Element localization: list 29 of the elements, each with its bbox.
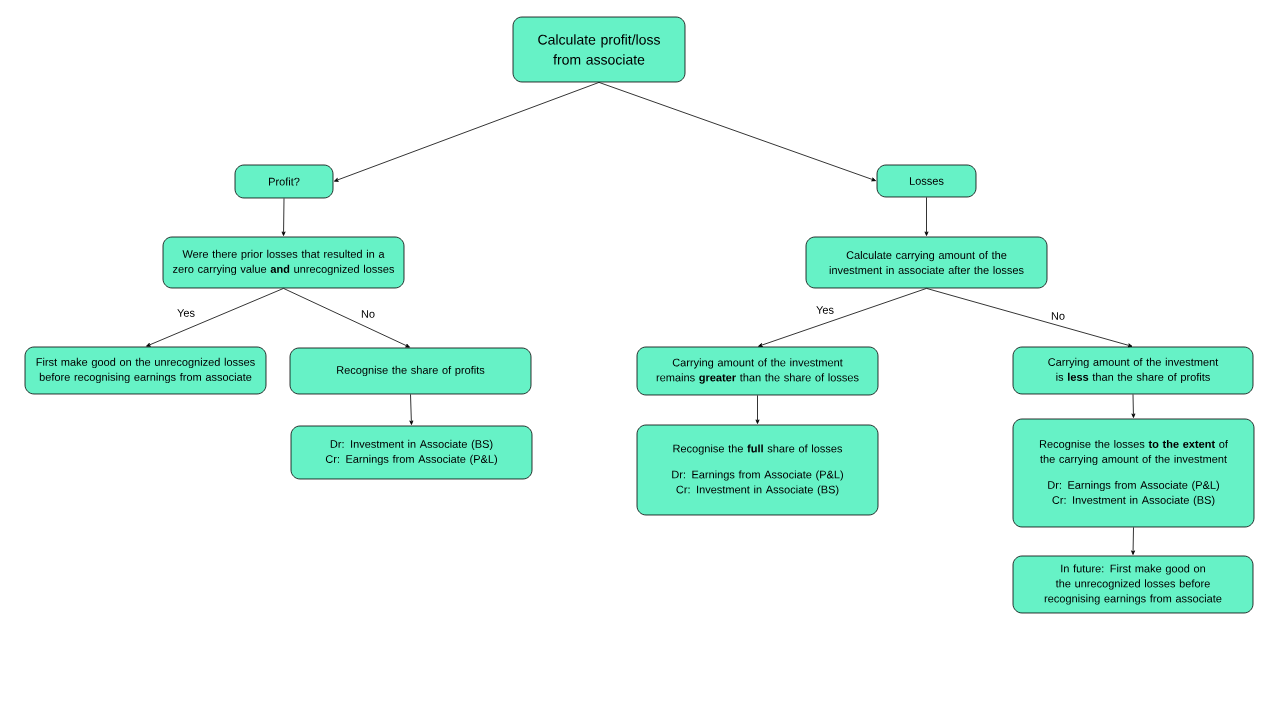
arrow <box>1131 394 1136 418</box>
process-box: Were there prior losses that resulted in a zero carrying value and unrecognized losses <box>162 236 405 289</box>
process-box: Calculate profit/loss from associate <box>512 16 686 83</box>
process-box: Recognise the full share of losses Dr: Earnings from Associate (P&L) Cr: Investment in Associate (BS) <box>636 424 879 516</box>
arrow <box>1131 527 1136 555</box>
arrow <box>281 198 286 236</box>
process-box: Dr: Investment in Associate (BS) Cr: Earnings from Associate (P&L) <box>290 425 533 480</box>
process-box: Recognise the share of profits <box>289 347 532 395</box>
process-box: Carrying amount of the investment is less than the share of profits <box>1012 346 1254 395</box>
arrow <box>926 288 1133 348</box>
arrow <box>334 82 600 182</box>
process-box: Losses <box>876 164 977 198</box>
edge-label: No <box>1051 312 1065 320</box>
arrow <box>598 82 876 182</box>
arrow <box>755 395 760 424</box>
process-box: In future: First make good on the unrecognized losses before recognising earnings from associate <box>1012 555 1254 614</box>
arrow <box>409 394 414 425</box>
arrow <box>283 288 410 348</box>
edge-label: No <box>361 310 375 318</box>
edge-label: Yes <box>177 309 195 317</box>
edge-label: Yes <box>816 306 834 314</box>
arrow <box>758 288 927 347</box>
process-box: First make good on the unrecognized losses before recognising earnings from associate <box>24 346 267 395</box>
process-box: Recognise the losses to the extent of the carrying amount of the investment Dr: Earnings from Associate (P&L) Cr: Investment in Associate (BS) <box>1012 418 1255 528</box>
process-box: Profit? <box>234 164 334 199</box>
arrow <box>146 288 284 347</box>
process-box: Calculate carrying amount of the investment in associate after the losses <box>805 236 1048 289</box>
process-box: Carrying amount of the investment remains greater than the share of losses <box>636 346 879 396</box>
arrow <box>924 197 929 236</box>
